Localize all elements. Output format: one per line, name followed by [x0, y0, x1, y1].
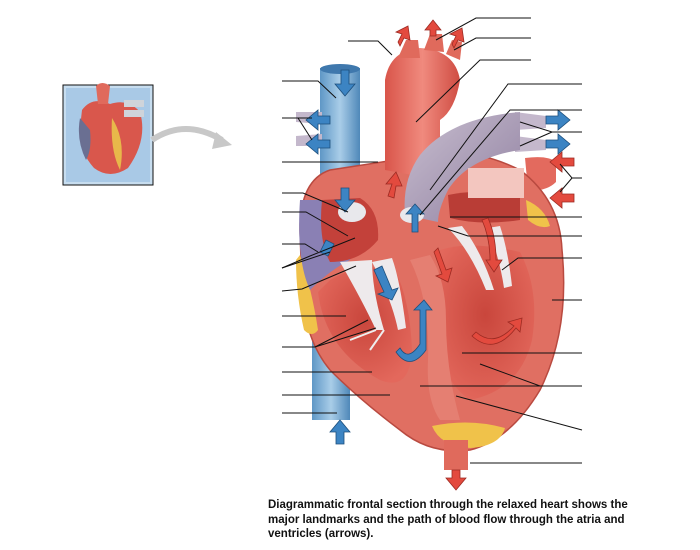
- label-leader-line: [501, 257, 582, 271]
- label-leader-line: [281, 237, 356, 269]
- label-leader-line: [419, 109, 582, 216]
- caption-line-3: ventricles (arrows).: [268, 528, 374, 540]
- label-leader-line: [282, 192, 349, 213]
- label-leader-line: [429, 83, 582, 191]
- label-leader-line: [455, 395, 583, 431]
- inset-heart-thumbnail: [62, 83, 154, 186]
- oxygenated-flow-arrows: [385, 19, 575, 491]
- label-leader-line: [437, 225, 582, 237]
- caption-line-1: Diagrammatic frontal section through the…: [268, 499, 628, 511]
- label-leader-line: [281, 251, 331, 269]
- right-label-lines: [415, 17, 583, 464]
- pointer-arrowhead: [212, 132, 232, 149]
- pointer-arrow: [150, 126, 224, 143]
- label-leader-line: [453, 37, 531, 51]
- left-label-lines: [281, 40, 393, 414]
- label-leader-line: [559, 177, 573, 193]
- aorta: [385, 48, 460, 180]
- label-leader-line: [282, 243, 319, 253]
- redacted-label-box: [468, 168, 524, 198]
- label-leader-line: [348, 40, 393, 56]
- figure-caption: Diagrammatic frontal section through the…: [268, 498, 648, 542]
- label-leader-line: [314, 319, 369, 348]
- deoxygenated-flow-arrows: [305, 69, 571, 445]
- label-leader-line: [415, 59, 531, 123]
- label-leader-line: [519, 131, 553, 147]
- pulmonary-trunk: [404, 112, 520, 222]
- left-atrium-chamber: [448, 191, 520, 223]
- label-leader-line: [435, 17, 531, 41]
- coronary-fat-right: [526, 200, 550, 228]
- descending-aorta: [444, 440, 468, 470]
- label-leader-line: [282, 211, 349, 237]
- epicardial-fat: [296, 255, 318, 334]
- label-leader-line: [297, 117, 313, 141]
- label-leader-line: [281, 265, 357, 292]
- interventricular-septum: [410, 255, 460, 420]
- label-leader-line: [282, 80, 337, 99]
- caption-line-2: major landmarks and the path of blood fl…: [268, 513, 625, 526]
